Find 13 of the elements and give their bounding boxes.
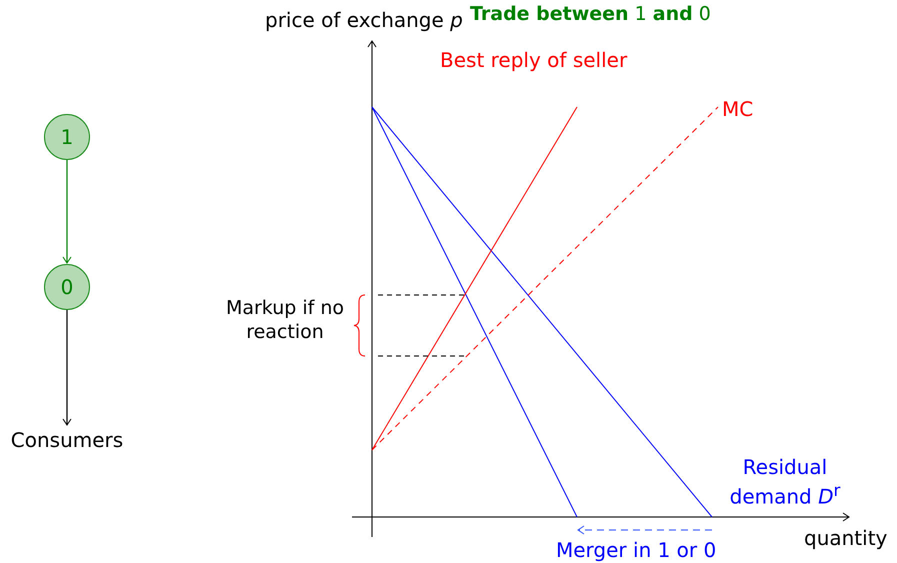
firm-node: 0: [44, 264, 90, 310]
curve-label: Residual demand D$^{r}$: [728, 455, 842, 509]
node-label: Consumers: [0, 426, 134, 454]
annotation: Merger in 1 or 0: [556, 538, 716, 562]
arrow: [62, 160, 72, 264]
curve-label: Best reply of seller: [440, 48, 628, 72]
axis-label: price of exchange p: [265, 8, 463, 32]
arrow: [62, 310, 72, 426]
title: Trade between 1 and 0: [470, 2, 711, 26]
firm-node: 1: [44, 114, 90, 160]
annotation: Markup if no reaction: [224, 296, 346, 344]
axis-label: quantity: [804, 526, 888, 550]
curve-label: MC: [722, 97, 754, 121]
